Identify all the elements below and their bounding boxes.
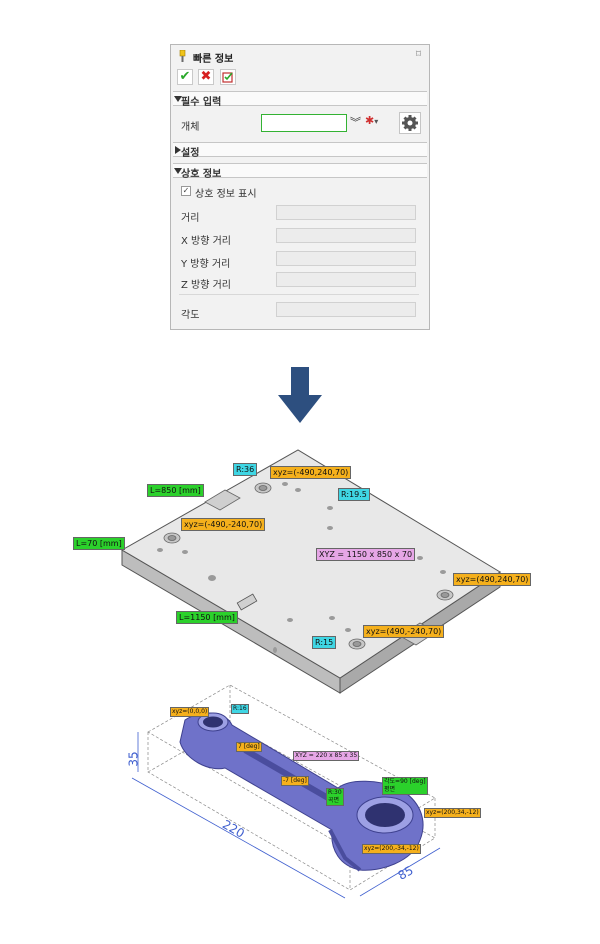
collapse-icon [174, 168, 182, 174]
section-interaction[interactable]: 상호 정보 [173, 163, 427, 180]
coordinate-callout[interactable]: xyz=(490,240,70) [453, 573, 532, 586]
pin-icon[interactable]: ⌑ [415, 49, 421, 60]
radius-callout[interactable]: R:16 [231, 704, 249, 714]
preview-button[interactable] [220, 69, 236, 85]
z-distance-label: Z 방향 거리 [181, 280, 232, 291]
x-distance-label: X 방향 거리 [181, 236, 232, 247]
angle-label: 각도 [181, 310, 200, 321]
double-chevron-down-icon[interactable]: ︾ [350, 116, 361, 129]
gear-icon [402, 115, 418, 131]
radius-value: R:30 [328, 789, 342, 796]
distance-field[interactable] [276, 205, 416, 220]
height-dimension: 35 [126, 751, 141, 767]
angle-value: 각도=90 [deg] [384, 778, 426, 785]
radius-callout[interactable]: R:19.5 [338, 488, 370, 501]
object-input[interactable] [261, 114, 347, 132]
radius-callout[interactable]: R:15 [312, 636, 337, 649]
preview-icon [222, 72, 233, 83]
surface-type: 평면 [384, 786, 396, 793]
panel-title: 빠른 정보 [193, 54, 234, 65]
object-label: 개체 [181, 122, 200, 133]
length-callout[interactable]: L=850 [mm] [147, 484, 204, 497]
filter-dropdown-icon[interactable]: ✱▾ [365, 114, 379, 127]
angle-callout[interactable]: 각도=90 [deg] 평면 [382, 777, 428, 795]
info-wand-icon [179, 50, 186, 62]
bounding-box-callout[interactable]: XYZ = 220 x 85 x 35 [293, 751, 360, 761]
settings-button[interactable] [399, 112, 421, 134]
quick-info-panel: 빠른 정보 ⌑ ✔ ✖ 필수 입력 개체 ︾ ✱▾ 설정 [170, 44, 430, 330]
connecting-rod-model[interactable] [0, 680, 600, 920]
section-required-label: 필수 입력 [181, 97, 222, 108]
length-callout[interactable]: L=1150 [mm] [176, 611, 238, 624]
coordinate-callout[interactable]: xyz=(0,0,0) [170, 707, 210, 717]
divider [179, 294, 419, 295]
angle-field[interactable] [276, 302, 416, 317]
length-callout[interactable]: L=70 [mm] [73, 537, 125, 550]
x-distance-field[interactable] [276, 228, 416, 243]
distance-label: 거리 [181, 213, 200, 224]
check-icon: ✔ [179, 69, 191, 84]
collapse-icon [174, 96, 182, 102]
y-distance-field[interactable] [276, 251, 416, 266]
expand-icon [175, 146, 181, 154]
angle-callout[interactable]: 7 [deg] [236, 742, 262, 752]
arrow-down-icon [278, 367, 322, 423]
section-required[interactable]: 필수 입력 [173, 91, 427, 108]
coordinate-callout[interactable]: xyz=(-490,-240,70) [181, 518, 266, 531]
coordinate-callout[interactable]: xyz=(-490,240,70) [270, 466, 352, 479]
z-distance-field[interactable] [276, 272, 416, 287]
coordinate-callout[interactable]: xyz=(490,-240,70) [363, 625, 445, 638]
surface-type: 곡면 [328, 797, 340, 804]
y-distance-label: Y 방향 거리 [181, 259, 231, 270]
bounding-box-callout[interactable]: XYZ = 1150 x 850 x 70 [316, 548, 416, 561]
ok-button[interactable]: ✔ [177, 69, 193, 85]
show-info-label: 상호 정보 표시 [195, 189, 257, 200]
coordinate-callout[interactable]: xyz=(200,34,-12) [424, 808, 481, 818]
angle-callout[interactable]: -7 [deg] [281, 776, 309, 786]
base-plate-model[interactable] [0, 440, 600, 700]
close-icon: ✖ [200, 69, 212, 84]
section-interaction-label: 상호 정보 [181, 169, 222, 180]
show-info-checkbox[interactable]: ✓ [181, 186, 191, 196]
radius-callout[interactable]: R:36 [233, 463, 258, 476]
radius-callout[interactable]: R:30 곡면 [326, 788, 344, 806]
section-settings-label: 설정 [181, 148, 200, 159]
section-settings[interactable]: 설정 [173, 142, 427, 159]
coordinate-callout[interactable]: xyz=(200,-34,-12) [362, 844, 421, 854]
cancel-button[interactable]: ✖ [198, 69, 214, 85]
panel-titlebar: 빠른 정보 ⌑ [171, 45, 429, 67]
